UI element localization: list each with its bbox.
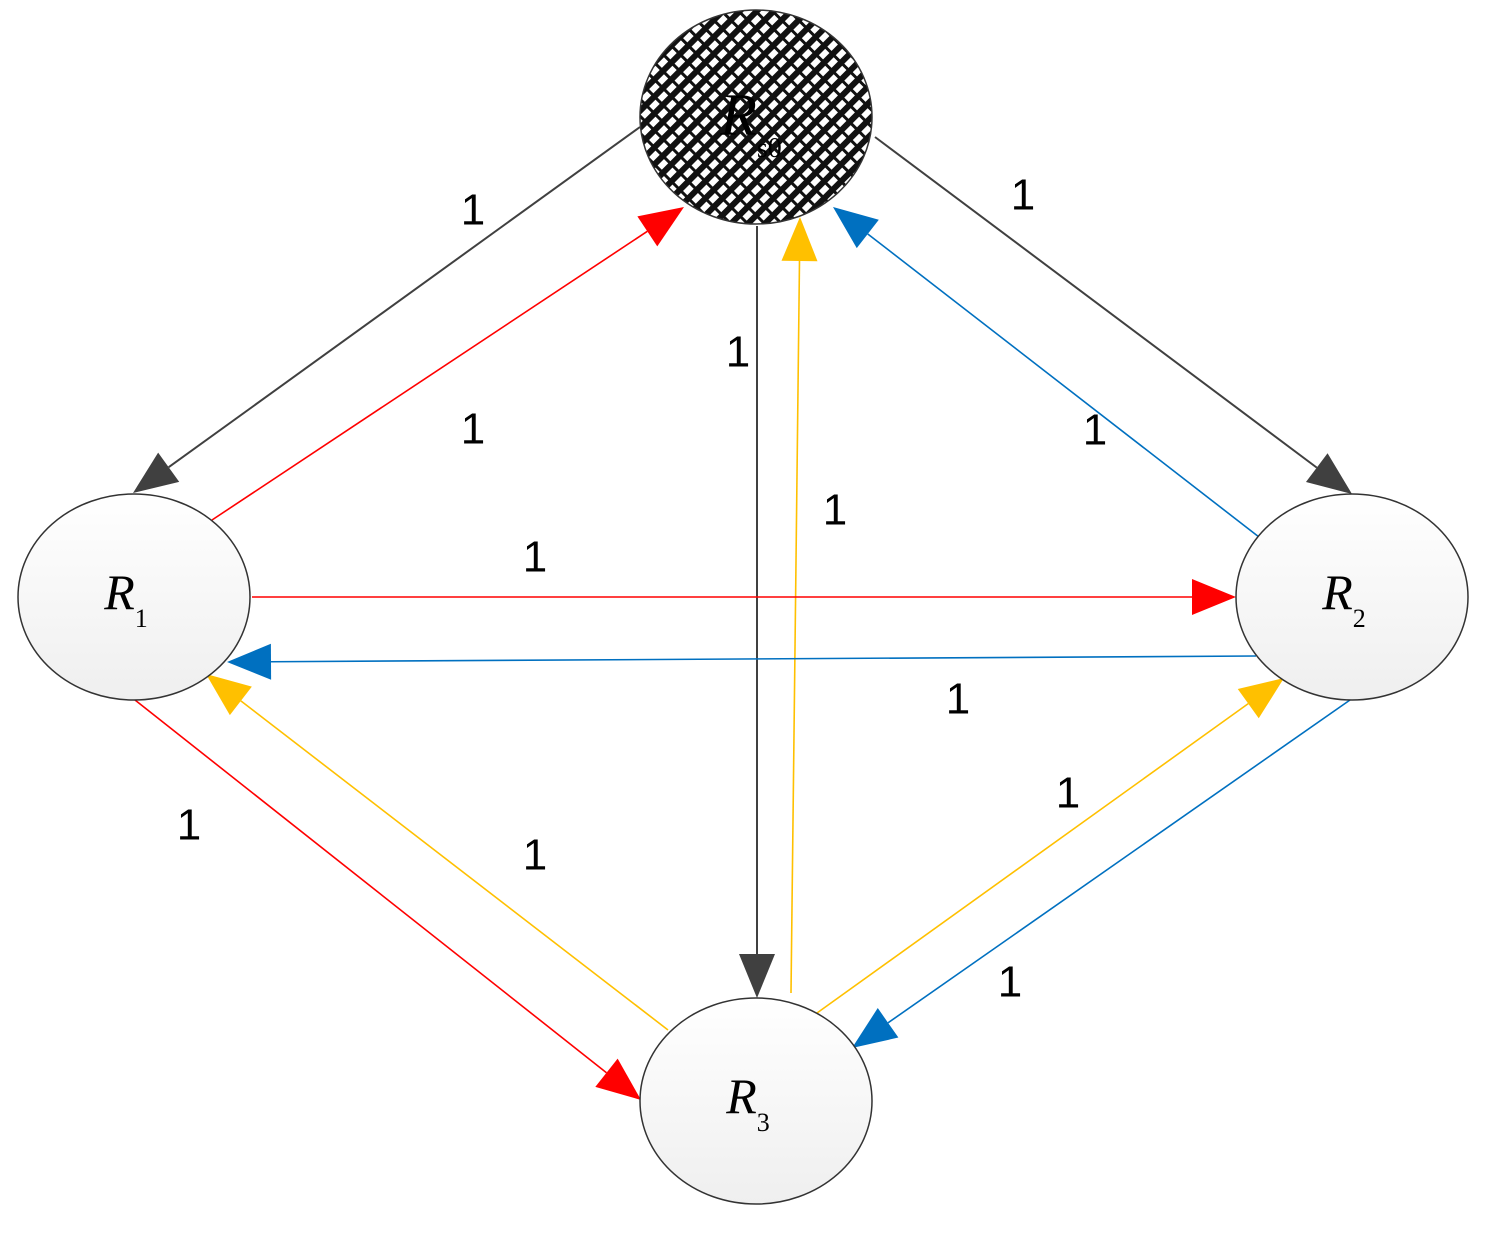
node-label-subscript: 2 (1353, 604, 1366, 633)
edge-r1-r3 (134, 699, 641, 1100)
edge-line (168, 126, 641, 469)
node-r2: R2 (1235, 493, 1469, 701)
edge-weight-label: 1 (1011, 171, 1035, 220)
arrowhead (637, 207, 684, 247)
node-ellipse (1235, 493, 1469, 701)
node-label-subscript: 1 (135, 604, 148, 633)
edge-r1-r2 (252, 579, 1236, 615)
arrowhead (133, 452, 180, 493)
arrowhead (739, 954, 775, 998)
node-label-subscript: s0 (757, 133, 782, 164)
arrowhead (1237, 678, 1284, 719)
edge-line (211, 230, 648, 521)
arrowhead (1192, 579, 1236, 615)
node-label: R1 (103, 564, 148, 633)
edge-weight-label: 1 (946, 675, 970, 724)
edge-rs0-r3 (739, 226, 775, 998)
node-rs0: Rs0 (639, 9, 873, 225)
node-label: Rs0 (719, 82, 782, 164)
node-label-main: R (725, 1068, 757, 1124)
node-label: R2 (1321, 564, 1366, 633)
edge-rs0-r2 (874, 136, 1352, 494)
edge-r2-rs0 (833, 207, 1269, 545)
edge-line (887, 699, 1351, 1024)
edge-weight-label: 1 (461, 186, 485, 235)
edge-rs0-r1 (133, 126, 641, 493)
edge-line (790, 260, 801, 994)
edge-weight-label: 1 (523, 533, 547, 582)
node-label: R3 (725, 1068, 770, 1137)
arrowhead (781, 217, 818, 262)
edge-line (240, 700, 669, 1031)
node-label-main: R (719, 82, 757, 148)
edge-r3-r1 (206, 674, 669, 1031)
arrowhead (852, 1008, 899, 1048)
edge-r1-rs0 (211, 207, 684, 521)
node-label-main: R (1321, 564, 1353, 620)
arrowhead (595, 1058, 641, 1100)
node-label-subscript: 3 (757, 1108, 770, 1137)
edge-line (874, 136, 1318, 469)
arrowhead (206, 674, 252, 716)
edge-weight-label: 1 (461, 405, 485, 454)
edges-layer (133, 126, 1352, 1100)
edge-weight-label: 1 (1056, 769, 1080, 818)
edge-line (270, 655, 1257, 663)
weights-layer: 1 1 1 1 1 1 1 1 1 1 1 1 (177, 171, 1107, 1007)
node-label-main: R (103, 564, 135, 620)
edge-line (816, 702, 1249, 1014)
edge-weight-label: 1 (177, 801, 201, 850)
edge-weight-label: 1 (823, 486, 847, 535)
arrowhead (1305, 453, 1352, 494)
edge-weight-label: 1 (1083, 406, 1107, 455)
edge-r3-rs0 (781, 217, 818, 994)
edge-line (867, 233, 1269, 545)
arrowhead (833, 207, 879, 249)
node-ellipse (639, 997, 873, 1205)
edge-r2-r3 (852, 699, 1351, 1048)
edge-r2-r1 (227, 643, 1257, 680)
edge-weight-label: 1 (998, 958, 1022, 1007)
edge-weight-label: 1 (523, 831, 547, 880)
node-ellipse (639, 9, 873, 225)
node-r1: R1 (17, 493, 251, 701)
arrowhead (227, 643, 272, 680)
edge-r3-r2 (816, 678, 1284, 1014)
node-r3: R3 (639, 997, 873, 1205)
node-ellipse (17, 493, 251, 701)
edge-weight-label: 1 (726, 328, 750, 377)
edge-line (134, 699, 607, 1074)
